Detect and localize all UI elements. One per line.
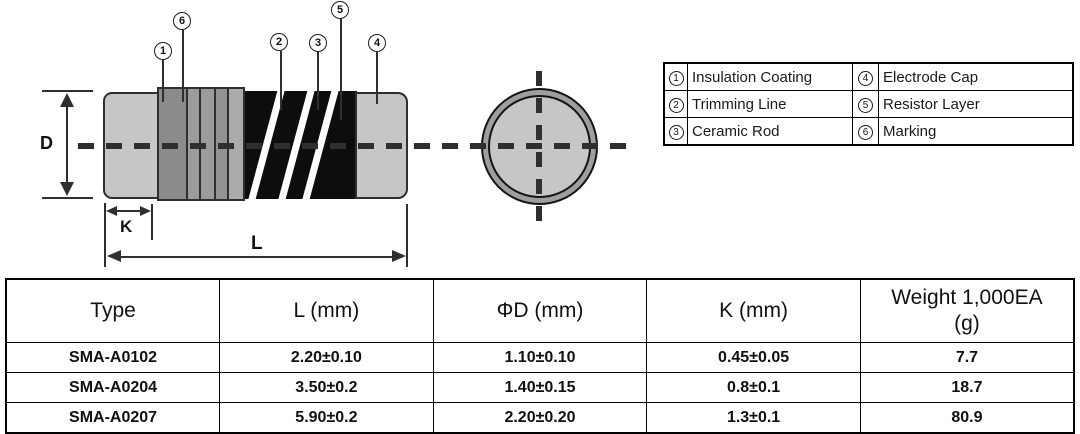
cell-weight: 80.9 xyxy=(859,402,1075,434)
k-arrowhead-right xyxy=(140,206,151,216)
cell-weight: 18.7 xyxy=(859,372,1075,403)
callout-2: 2 xyxy=(270,33,288,51)
callout-6-number: 6 xyxy=(178,15,186,27)
callout-4: 4 xyxy=(368,34,386,52)
l-dimension-label: L xyxy=(251,233,263,254)
legend-number-3: 3 xyxy=(668,125,684,140)
legend-label: Trimming Line xyxy=(687,90,853,118)
leader-line-1 xyxy=(162,60,164,102)
column-header-weight: Weight 1,000EA (g) xyxy=(859,278,1075,343)
vertical-centerline xyxy=(536,71,542,226)
callout-2-number: 2 xyxy=(275,36,283,48)
legend-row: 1 Insulation Coating 4 Electrode Cap xyxy=(663,62,1074,91)
callout-5: 5 xyxy=(331,1,349,19)
leader-line-5 xyxy=(340,19,342,120)
legend-number-5: 5 xyxy=(858,98,873,113)
callout-1: 1 xyxy=(154,42,172,60)
cell-type: SMA-A0204 xyxy=(5,372,221,403)
cell-weight: 7.7 xyxy=(859,342,1075,373)
cell-d: 2.20±0.20 xyxy=(432,402,648,434)
cell-k: 0.8±0.1 xyxy=(646,372,861,403)
legend-label: Resistor Layer xyxy=(878,90,1074,118)
horizontal-centerline xyxy=(78,143,634,149)
cell-k: 1.3±0.1 xyxy=(646,402,861,434)
leader-line-6 xyxy=(182,30,184,102)
spec-table-row: SMA-A0102 2.20±0.10 1.10±0.10 0.45±0.05 … xyxy=(5,342,1075,373)
cell-l: 5.90±0.2 xyxy=(219,402,434,434)
column-header-l: L (mm) xyxy=(219,278,434,343)
callout-5-number: 5 xyxy=(336,4,344,16)
legend-row: 3 Ceramic Rod 6 Marking xyxy=(663,117,1074,146)
d-extension-line-top xyxy=(42,90,93,92)
spec-header-row: Type L (mm) ΦD (mm) K (mm) Weight 1,000E… xyxy=(5,278,1075,343)
cell-d: 1.40±0.15 xyxy=(432,372,648,403)
cell-type: SMA-A0207 xyxy=(5,402,221,434)
cell-d: 1.10±0.10 xyxy=(432,342,648,373)
d-arrowhead-up xyxy=(60,93,74,107)
cell-l: 2.20±0.10 xyxy=(219,342,434,373)
marking-band-group xyxy=(157,87,245,201)
k-dimension-label: K xyxy=(120,217,133,236)
legend-label: Ceramic Rod xyxy=(687,117,853,146)
legend-number-1: 1 xyxy=(668,71,684,86)
callout-1-number: 1 xyxy=(159,45,167,57)
d-dimension-line xyxy=(66,97,68,192)
legend-label: Marking xyxy=(878,117,1074,146)
l-extension-line-right xyxy=(406,204,408,267)
callout-3-number: 3 xyxy=(314,37,322,49)
legend-number-6: 6 xyxy=(858,125,873,140)
parts-legend-table: 1 Insulation Coating 4 Electrode Cap 2 T… xyxy=(663,62,1074,146)
l-dimension-line xyxy=(112,256,402,258)
d-arrowhead-down xyxy=(60,182,74,196)
callout-4-number: 4 xyxy=(373,37,381,49)
k-arrowhead-left xyxy=(106,206,117,216)
column-header-type: Type xyxy=(5,278,221,343)
callout-3: 3 xyxy=(309,34,327,52)
legend-row: 2 Trimming Line 5 Resistor Layer xyxy=(663,90,1074,118)
cell-l: 3.50±0.2 xyxy=(219,372,434,403)
leader-line-4 xyxy=(376,52,378,104)
spec-table-row: SMA-A0207 5.90±0.2 2.20±0.20 1.3±0.1 80.… xyxy=(5,402,1075,434)
k-dimension-line xyxy=(110,210,148,212)
dimensions-spec-table: Type L (mm) ΦD (mm) K (mm) Weight 1,000E… xyxy=(5,278,1075,434)
column-header-d: ΦD (mm) xyxy=(432,278,648,343)
l-arrowhead-left xyxy=(107,250,121,262)
leader-line-2 xyxy=(280,51,282,110)
spec-table-row: SMA-A0204 3.50±0.2 1.40±0.15 0.8±0.1 18.… xyxy=(5,372,1075,403)
legend-label: Electrode Cap xyxy=(878,62,1074,91)
legend-number-4: 4 xyxy=(858,71,873,86)
k-extension-line-left xyxy=(104,203,106,267)
legend-label: Insulation Coating xyxy=(687,62,853,91)
d-extension-line-bottom xyxy=(42,197,93,199)
l-arrowhead-right xyxy=(392,250,406,262)
legend-number-2: 2 xyxy=(668,98,684,113)
column-header-k: K (mm) xyxy=(646,278,861,343)
cell-type: SMA-A0102 xyxy=(5,342,221,373)
cell-k: 0.45±0.05 xyxy=(646,342,861,373)
k-extension-line-right xyxy=(151,204,153,240)
callout-6: 6 xyxy=(173,12,191,30)
d-dimension-label: D xyxy=(40,133,53,153)
leader-line-3 xyxy=(317,52,319,110)
